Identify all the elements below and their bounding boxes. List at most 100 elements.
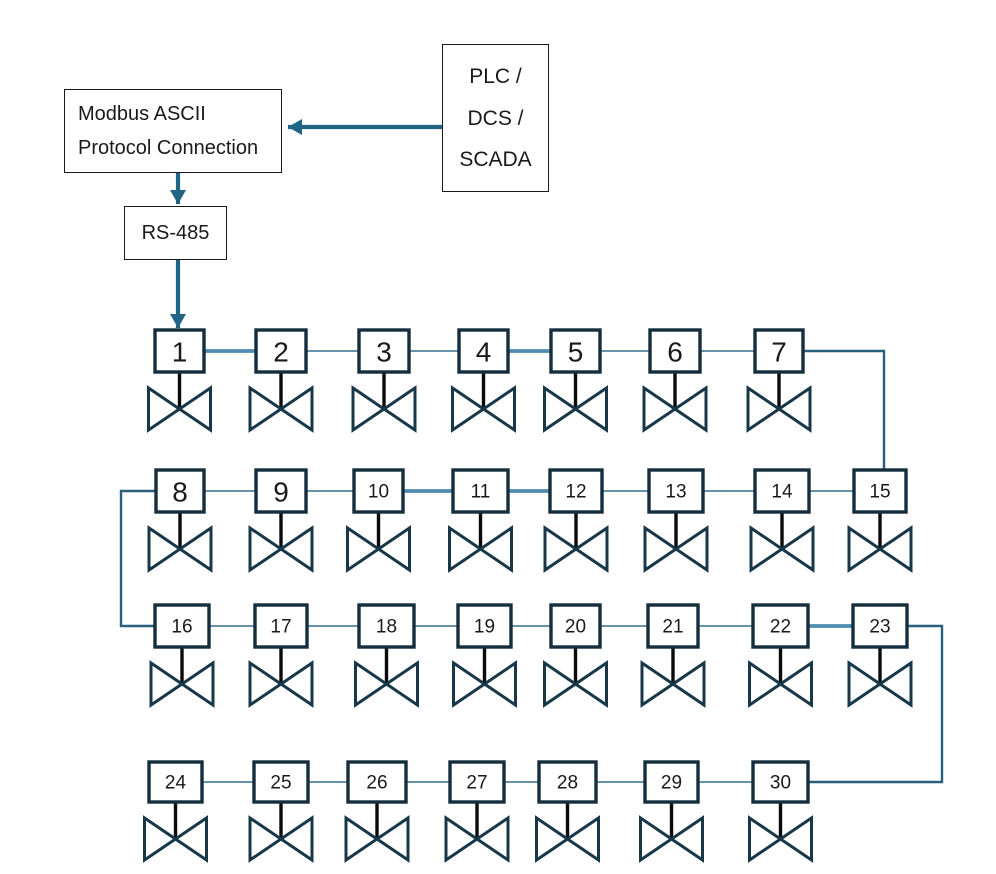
valve-icon-11: [448, 525, 513, 573]
node-box-2: [254, 328, 308, 374]
valve-icon-4: [451, 385, 516, 433]
valve-icon-24: [143, 815, 208, 863]
valve-icon-10: [346, 525, 411, 573]
node-label-13: 13: [665, 482, 686, 503]
node-label-7: 7: [771, 337, 787, 368]
valve-icon-1: [147, 385, 212, 433]
bus-route-23-to-30: [808, 624, 944, 784]
node-label-17: 17: [270, 617, 291, 638]
node-label-28: 28: [557, 773, 578, 794]
valve-icon-6: [642, 385, 708, 433]
node-box-15: [852, 468, 908, 514]
node-box-24: [147, 760, 204, 804]
node-box-19: [456, 603, 513, 649]
bus-route-8-to-16: [119, 489, 156, 628]
plc-box-line-1: PLC /: [469, 64, 522, 88]
valve-icon-19: [452, 660, 517, 708]
node-label-9: 9: [273, 477, 289, 508]
node-box-28: [537, 760, 598, 804]
node-label-27: 27: [466, 773, 487, 794]
plc-box-line-3: SCADA: [459, 148, 532, 172]
node-box-4: [457, 328, 510, 374]
valve-icon-12: [543, 525, 609, 573]
node-box-13: [647, 468, 705, 514]
node-label-12: 12: [565, 482, 586, 503]
node-label-16: 16: [171, 617, 192, 638]
node-box-20: [549, 603, 602, 649]
node-label-1: 1: [172, 337, 188, 368]
node-label-23: 23: [869, 617, 890, 638]
valve-icon-18: [354, 660, 419, 708]
node-box-5: [549, 328, 602, 374]
valve-icon-25: [248, 815, 314, 863]
modbus-box-line-1: Modbus ASCII: [78, 103, 206, 125]
rs485-box-label: RS-485: [141, 222, 210, 244]
node-label-24: 24: [165, 773, 187, 794]
valve-icon-8: [147, 525, 213, 573]
arrowhead-modbus-to-rs485: [170, 190, 186, 204]
valve-icon-22: [748, 660, 813, 708]
node-box-14: [753, 468, 811, 514]
modbus-protocol-box: Modbus ASCII Protocol Connection: [64, 89, 282, 173]
valve-icon-15: [847, 525, 913, 573]
plc-dcs-scada-box: PLC / DCS / SCADA: [442, 44, 549, 192]
valve-icon-23: [847, 660, 913, 708]
valve-icon-9: [248, 525, 314, 573]
node-box-22: [751, 603, 810, 649]
node-label-26: 26: [366, 773, 387, 794]
node-box-25: [252, 760, 310, 804]
valve-icon-14: [749, 525, 815, 573]
node-label-2: 2: [273, 337, 289, 368]
arrowhead-rs485-to-bus: [170, 314, 186, 328]
valve-icon-17: [248, 660, 314, 708]
node-label-5: 5: [568, 337, 584, 368]
valve-icon-13: [643, 525, 709, 573]
node-label-3: 3: [376, 337, 392, 368]
valve-icon-20: [543, 660, 608, 708]
valve-icon-16: [149, 660, 215, 708]
node-label-29: 29: [661, 773, 682, 794]
node-box-23: [851, 603, 909, 649]
node-label-4: 4: [476, 337, 492, 368]
node-box-6: [648, 328, 702, 374]
node-label-18: 18: [376, 617, 397, 638]
bus-route-7-to-15: [803, 349, 886, 470]
node-label-11: 11: [471, 482, 491, 503]
node-box-27: [448, 760, 506, 804]
node-label-25: 25: [270, 773, 291, 794]
node-box-10: [352, 468, 405, 514]
node-label-10: 10: [368, 482, 389, 503]
valve-icon-26: [344, 815, 410, 863]
valve-icon-7: [746, 385, 812, 433]
node-box-21: [646, 603, 700, 649]
node-box-9: [254, 468, 308, 514]
valve-icon-28: [535, 815, 600, 863]
node-label-19: 19: [474, 617, 495, 638]
node-box-3: [357, 328, 411, 374]
arrowhead-plc-to-modbus: [288, 119, 302, 135]
node-box-7: [753, 328, 805, 374]
node-box-18: [357, 603, 416, 649]
node-box-30: [751, 760, 810, 804]
node-label-15: 15: [869, 482, 890, 503]
node-box-29: [643, 760, 700, 804]
valve-icon-2: [248, 385, 314, 433]
node-box-16: [153, 603, 211, 649]
node-box-8: [154, 468, 206, 514]
node-label-30: 30: [770, 773, 791, 794]
node-label-14: 14: [771, 482, 793, 503]
plc-box-line-2: DCS /: [467, 106, 524, 130]
valve-icon-5: [543, 385, 608, 433]
node-box-26: [346, 760, 408, 804]
valve-icon-27: [444, 815, 510, 863]
node-label-6: 6: [667, 337, 683, 368]
valve-icon-21: [640, 660, 706, 708]
node-label-8: 8: [172, 477, 188, 508]
node-label-21: 21: [662, 617, 683, 638]
node-label-22: 22: [770, 617, 791, 638]
node-box-11: [451, 468, 510, 514]
modbus-box-line-2: Protocol Connection: [78, 137, 259, 159]
rs485-box: RS-485: [124, 206, 227, 260]
